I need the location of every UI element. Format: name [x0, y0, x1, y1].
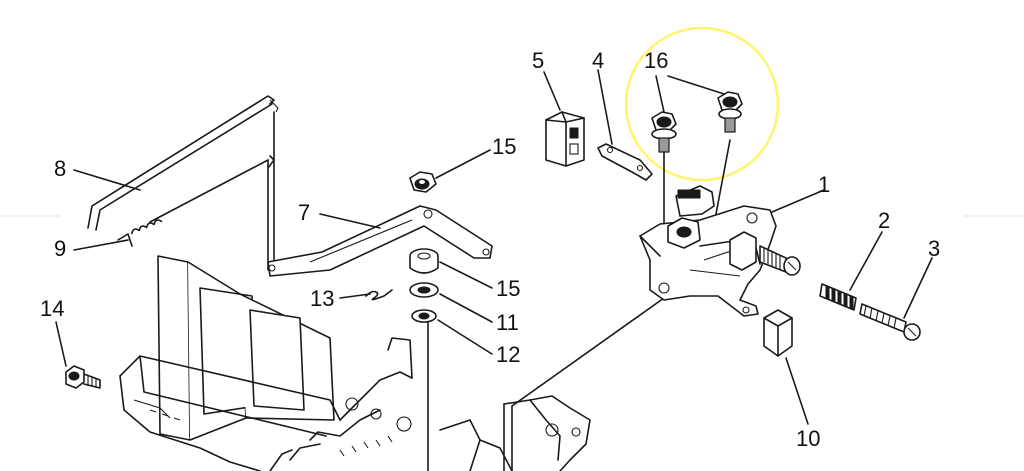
callout-3: 3 — [928, 236, 940, 261]
callout-15-upper: 15 — [492, 134, 516, 159]
callout-15-lower: 15 — [496, 276, 520, 301]
flange-nut-upper-part — [409, 171, 437, 193]
terminal-bracket-part — [597, 143, 653, 181]
highlight-circle — [624, 26, 780, 182]
return-spring-part — [117, 159, 269, 247]
leader-lines — [55, 69, 933, 425]
cable-rod-part — [87, 95, 279, 273]
switch-assembly-part — [639, 185, 777, 317]
adjust-screw-assembly-part — [759, 245, 801, 276]
callout-13: 13 — [310, 286, 334, 311]
callout-7: 7 — [298, 200, 310, 225]
screw-right-part — [717, 91, 743, 133]
callout-9: 9 — [54, 236, 66, 261]
callout-5: 5 — [532, 48, 544, 73]
callout-10: 10 — [796, 426, 820, 451]
callout-11: 11 — [496, 310, 519, 335]
washer-part — [409, 282, 439, 298]
lock-nut-part — [411, 309, 437, 323]
screw-left-part — [651, 111, 677, 153]
hex-bolt-part — [65, 365, 101, 389]
contact-block-part — [545, 111, 585, 167]
lower-bracket-part — [503, 395, 591, 471]
callout-14: 14 — [40, 296, 64, 321]
callout-2: 2 — [878, 208, 890, 233]
bushing-part — [409, 248, 439, 274]
callout-4: 4 — [592, 48, 604, 73]
screw-right-axis — [715, 139, 731, 215]
long-screw-part — [859, 303, 921, 341]
callout-16: 16 — [644, 48, 668, 73]
callout-12: 12 — [496, 342, 520, 367]
rubber-cap-part — [763, 309, 793, 357]
callout-8: 8 — [54, 156, 66, 181]
gear-housing-part — [119, 255, 513, 471]
retaining-clip-part — [365, 289, 393, 301]
callout-1: 1 — [818, 172, 830, 197]
guide-line-diagonal — [511, 297, 665, 407]
compression-spring-part — [819, 283, 857, 311]
link-arm-part — [267, 205, 493, 277]
